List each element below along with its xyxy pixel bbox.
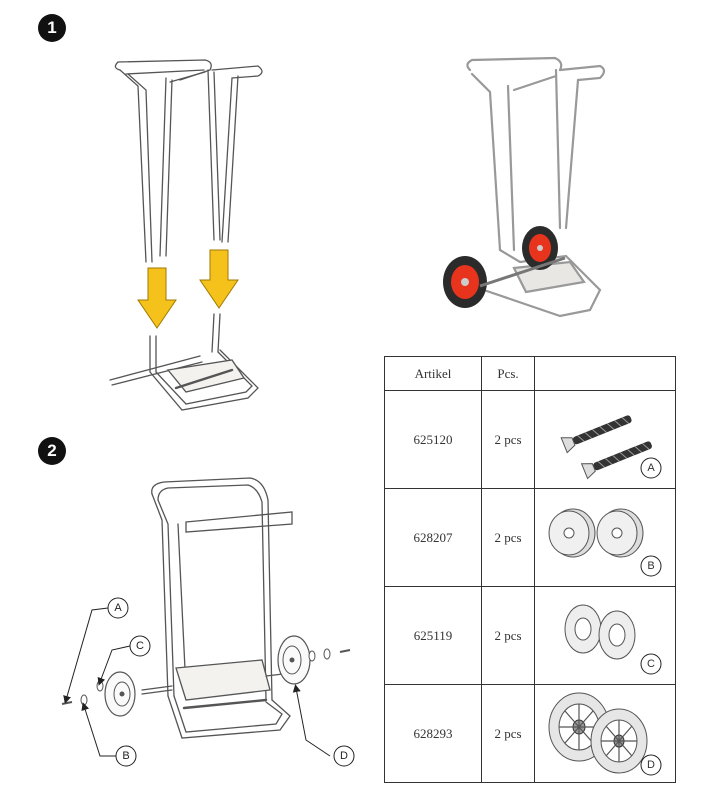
- part-image-cell: B: [534, 488, 676, 587]
- part-letter-a: A: [647, 462, 655, 474]
- part-image-cell: A: [534, 390, 676, 489]
- table-row: 625120 2 pcs A: [384, 390, 676, 489]
- callout-b-label: B: [122, 750, 130, 762]
- wheel-icon: [548, 692, 662, 776]
- trolley-wheel-rear: [522, 226, 558, 270]
- down-arrow-left: [137, 267, 177, 329]
- callout-c-label: C: [136, 640, 144, 652]
- step-2-badge: 2: [38, 437, 66, 465]
- spacer-icon: [548, 508, 662, 577]
- assembled-trolley-drawing: [466, 56, 606, 318]
- header-image: [534, 356, 676, 391]
- part-letter-c: C: [647, 658, 655, 670]
- trolley-wheel-front: [443, 256, 566, 308]
- table-row: 625119 2 pcs C: [384, 586, 676, 685]
- parts-table: Artikel Pcs. 625120 2 pcs A: [384, 356, 676, 783]
- step2-frame-drawing: [141, 477, 301, 739]
- part-letter-b: B: [647, 560, 655, 572]
- pcs-cell: 2 pcs: [481, 586, 535, 685]
- table-row: 628207 2 pcs B: [384, 488, 676, 587]
- down-arrow-right: [199, 249, 239, 309]
- header-artikel: Artikel: [384, 356, 482, 391]
- artikel-cell: 628293: [384, 684, 482, 783]
- screw-icon: [560, 415, 662, 480]
- washer-icon: [564, 604, 662, 675]
- pcs-cell: 2 pcs: [481, 390, 535, 489]
- callout-d-label: D: [340, 750, 348, 762]
- part-image-cell: D: [534, 684, 676, 783]
- step2-wheel-left: [104, 671, 136, 717]
- part-letter-d: D: [647, 759, 655, 771]
- header-pcs: Pcs.: [481, 356, 535, 391]
- lower-base-drawing: [109, 313, 259, 411]
- upper-frame-drawing: [114, 59, 263, 263]
- pcs-cell: 2 pcs: [481, 488, 535, 587]
- callout-leader-lines: [63, 607, 331, 757]
- artikel-cell: 628207: [384, 488, 482, 587]
- table-row: 628293 2 pcs D: [384, 684, 676, 783]
- pcs-cell: 2 pcs: [481, 684, 535, 783]
- part-image-cell: C: [534, 586, 676, 685]
- parts-table-header: Artikel Pcs.: [384, 356, 676, 391]
- artikel-cell: 625120: [384, 390, 482, 489]
- artikel-cell: 625119: [384, 586, 482, 685]
- callout-a-label: A: [114, 602, 122, 614]
- step-1-badge: 1: [38, 14, 66, 42]
- step2-wheel-right: [277, 635, 311, 685]
- step2-small-parts-right: [308, 648, 351, 662]
- callout-circles: [107, 597, 355, 767]
